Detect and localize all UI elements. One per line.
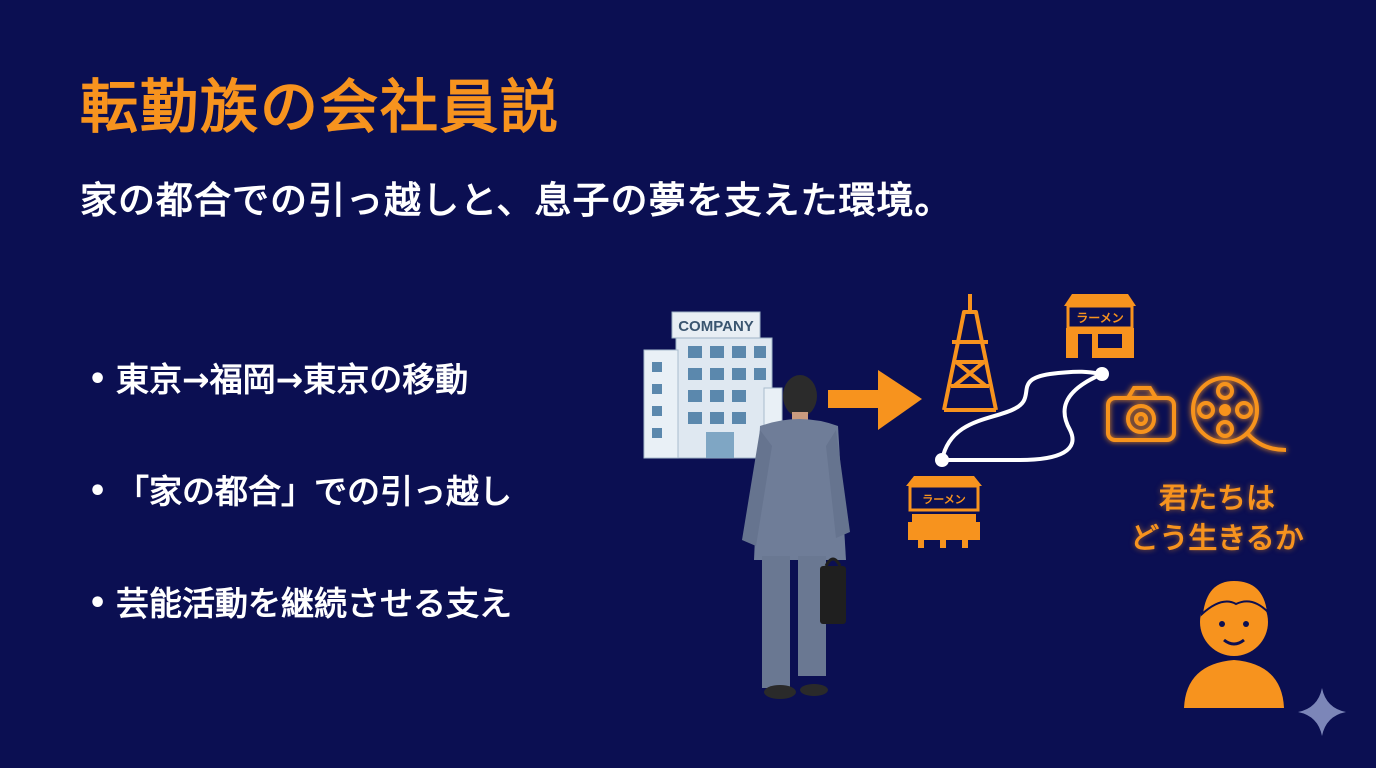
camera-icon [1106, 386, 1176, 442]
bullet-list: • 東京→福岡→東京の移動 • 「家の都合」での引っ越し • 芸能活動を継続させ… [88, 352, 512, 688]
film-title-caption: 君たちは どう生きるか [1108, 478, 1326, 558]
arrow-right-icon [828, 370, 922, 430]
ramen-shop-icon: ラーメン [1064, 294, 1136, 358]
bullet-item: • 芸能活動を継続させる支え [88, 576, 512, 688]
tokyo-tower-icon [942, 294, 998, 412]
sparkle-icon [1298, 688, 1346, 736]
company-sign: COMPANY [678, 318, 754, 335]
bullet-text: 芸能活動を継続させる支え [116, 584, 512, 623]
film-reel-icon [1191, 376, 1287, 452]
bullet-item: • 東京→福岡→東京の移動 [88, 352, 512, 464]
ramen-shop-sign: ラーメン [1076, 311, 1124, 325]
businessman-figure [742, 375, 850, 699]
caption-line-1: 君たちは [1158, 481, 1275, 515]
company-building-icon: COMPANY [643, 311, 783, 459]
boy-avatar-icon [1184, 578, 1284, 708]
bullet-text: 東京→福岡→東京の移動 [116, 360, 469, 399]
ramen-stall-sign: ラーメン [922, 493, 966, 506]
ramen-stall-icon: ラーメン [906, 476, 982, 548]
caption-line-2: どう生きるか [1130, 521, 1304, 555]
journey-path [935, 367, 1110, 467]
bullet-item: • 「家の都合」での引っ越し [88, 464, 512, 576]
bullet-dot-icon: • [88, 362, 108, 397]
bullet-text: 「家の都合」での引っ越し [116, 472, 512, 511]
slide-subtitle: 家の都合での引っ越しと、息子の夢を支えた環境。 [80, 179, 953, 222]
bullet-dot-icon: • [88, 474, 108, 509]
bullet-dot-icon: • [88, 586, 108, 621]
slide-title: 転勤族の会社員説 [80, 73, 561, 141]
